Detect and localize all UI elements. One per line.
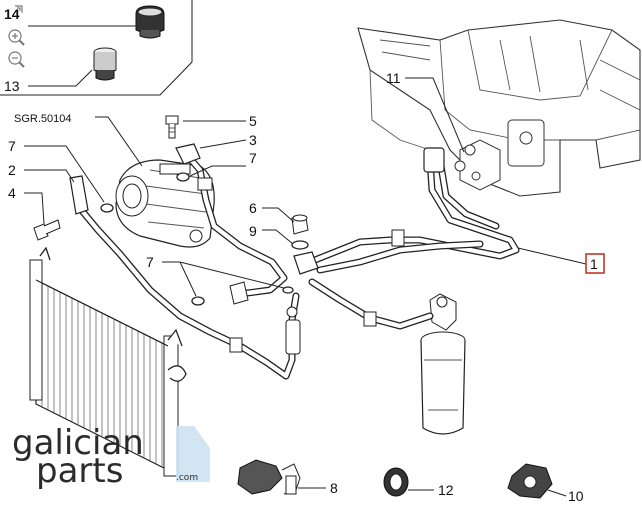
callout-11[interactable]: 11: [386, 70, 401, 86]
watermark-logo: galician parts .com: [12, 423, 210, 491]
zoom-in-icon[interactable]: [8, 29, 25, 46]
callout-1[interactable]: 1: [585, 253, 605, 274]
part-o-ring-7a: [176, 172, 190, 182]
part-nut-6: [291, 214, 309, 235]
part-cap-14: [135, 5, 165, 39]
callout-1-label: 1: [590, 256, 598, 272]
ac-compressor: [115, 159, 215, 248]
part-washer-9: [291, 240, 309, 250]
callout-12[interactable]: 12: [438, 482, 454, 498]
callout-7-left[interactable]: 7: [8, 138, 16, 154]
callout-9[interactable]: 9: [249, 223, 257, 239]
watermark-line1: galician: [12, 423, 144, 463]
part-o-ring-7c: [100, 203, 114, 213]
callout-5[interactable]: 5: [249, 113, 257, 129]
part-bolt-5: [165, 115, 179, 139]
callout-2[interactable]: 2: [8, 162, 16, 178]
zoom-out-icon[interactable]: [8, 51, 25, 68]
watermark-suffix: .com: [176, 473, 198, 483]
callout-10[interactable]: 10: [568, 488, 584, 504]
callout-1-highlight-box: [585, 253, 605, 274]
reference-code: SGR.50104: [14, 113, 71, 125]
callout-4[interactable]: 4: [8, 185, 16, 201]
page-number-label: 14: [4, 6, 20, 22]
part-seal-12: [383, 467, 409, 497]
receiver-drier: [420, 293, 466, 435]
parts-inset-panel: 14 13: [0, 0, 193, 96]
refrigerant-pipe-receiver[interactable]: [308, 278, 434, 330]
callout-7-top[interactable]: 7: [249, 150, 257, 166]
callout-13[interactable]: 13: [4, 78, 20, 94]
page-corner-icon: [15, 5, 23, 13]
callout-7-mid[interactable]: 7: [146, 254, 154, 270]
refrigerant-pipe-1[interactable]: [293, 147, 520, 275]
hvac-unit: [357, 19, 641, 197]
part-o-ring-7b: [191, 286, 294, 306]
part-bracket-8: [237, 459, 301, 495]
condenser: [29, 246, 187, 477]
part-bolt-4: [33, 219, 61, 241]
part-fitting-13: [93, 47, 117, 81]
part-clamp-10: [507, 463, 553, 499]
callout-8[interactable]: 8: [330, 480, 338, 496]
callout-3[interactable]: 3: [249, 132, 257, 148]
callout-6[interactable]: 6: [249, 200, 257, 216]
refrigerant-pipe-2[interactable]: [69, 175, 301, 380]
watermark-line2: parts: [36, 451, 123, 491]
